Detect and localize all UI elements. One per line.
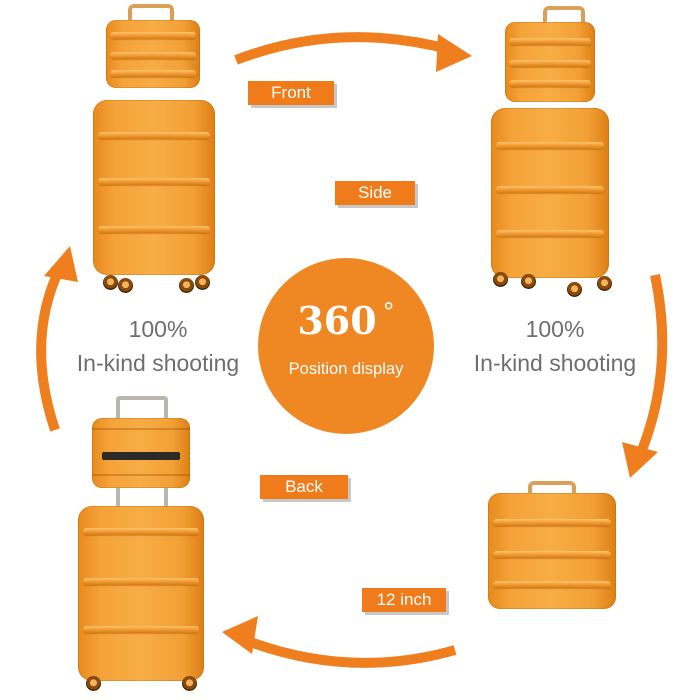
wheel (521, 274, 536, 289)
front-label: Front (248, 81, 334, 105)
right-caption-line2: In-kind shooting (473, 350, 637, 376)
arrow-bottom-head (222, 616, 258, 654)
luggage-strap (102, 452, 180, 460)
wheel (118, 278, 133, 293)
wheel (182, 676, 197, 691)
size-label: 12 inch (362, 588, 446, 612)
right-caption: 100% In-kind shooting (455, 312, 655, 380)
arrow-left-head (44, 246, 78, 282)
carry-on-suitcase (491, 108, 609, 278)
side-label: Side (335, 181, 415, 205)
arrow-left (36, 265, 65, 432)
arrow-top-head (436, 34, 472, 72)
position-display-text: Position display (288, 360, 404, 378)
wheel (86, 676, 101, 691)
side-luggage-set (485, 0, 620, 300)
carry-on-suitcase (78, 506, 204, 681)
arrow-right (635, 273, 668, 457)
vanity-case (505, 22, 595, 102)
center-circle: 360° Position display (258, 258, 434, 434)
vanity-handle (543, 6, 585, 26)
back-luggage-set (70, 390, 210, 700)
right-caption-line1: 100% (525, 316, 585, 342)
rotation-degrees: 360° (258, 298, 434, 343)
left-caption-line1: 100% (128, 316, 188, 342)
vanity-case (106, 20, 200, 88)
vanity-handle (128, 4, 174, 26)
arrow-top (234, 32, 454, 65)
twelve-inch-vanity-case (480, 475, 620, 615)
front-luggage-set (85, 0, 220, 300)
wheel (179, 278, 194, 293)
vanity-case (488, 493, 616, 609)
arrow-bottom (243, 635, 457, 668)
degree-symbol: ° (382, 298, 395, 327)
wheel (103, 275, 118, 290)
wheel (195, 275, 210, 290)
vanity-handle (528, 481, 576, 501)
wheel (567, 282, 582, 297)
wheel (597, 276, 612, 291)
back-label: Back (260, 475, 348, 499)
left-caption-line2: In-kind shooting (76, 350, 240, 376)
arrow-right-head (622, 442, 658, 478)
left-caption: 100% In-kind shooting (58, 312, 258, 380)
wheel (493, 272, 508, 287)
carry-on-suitcase (93, 100, 215, 275)
degrees-value: 360 (297, 298, 377, 343)
